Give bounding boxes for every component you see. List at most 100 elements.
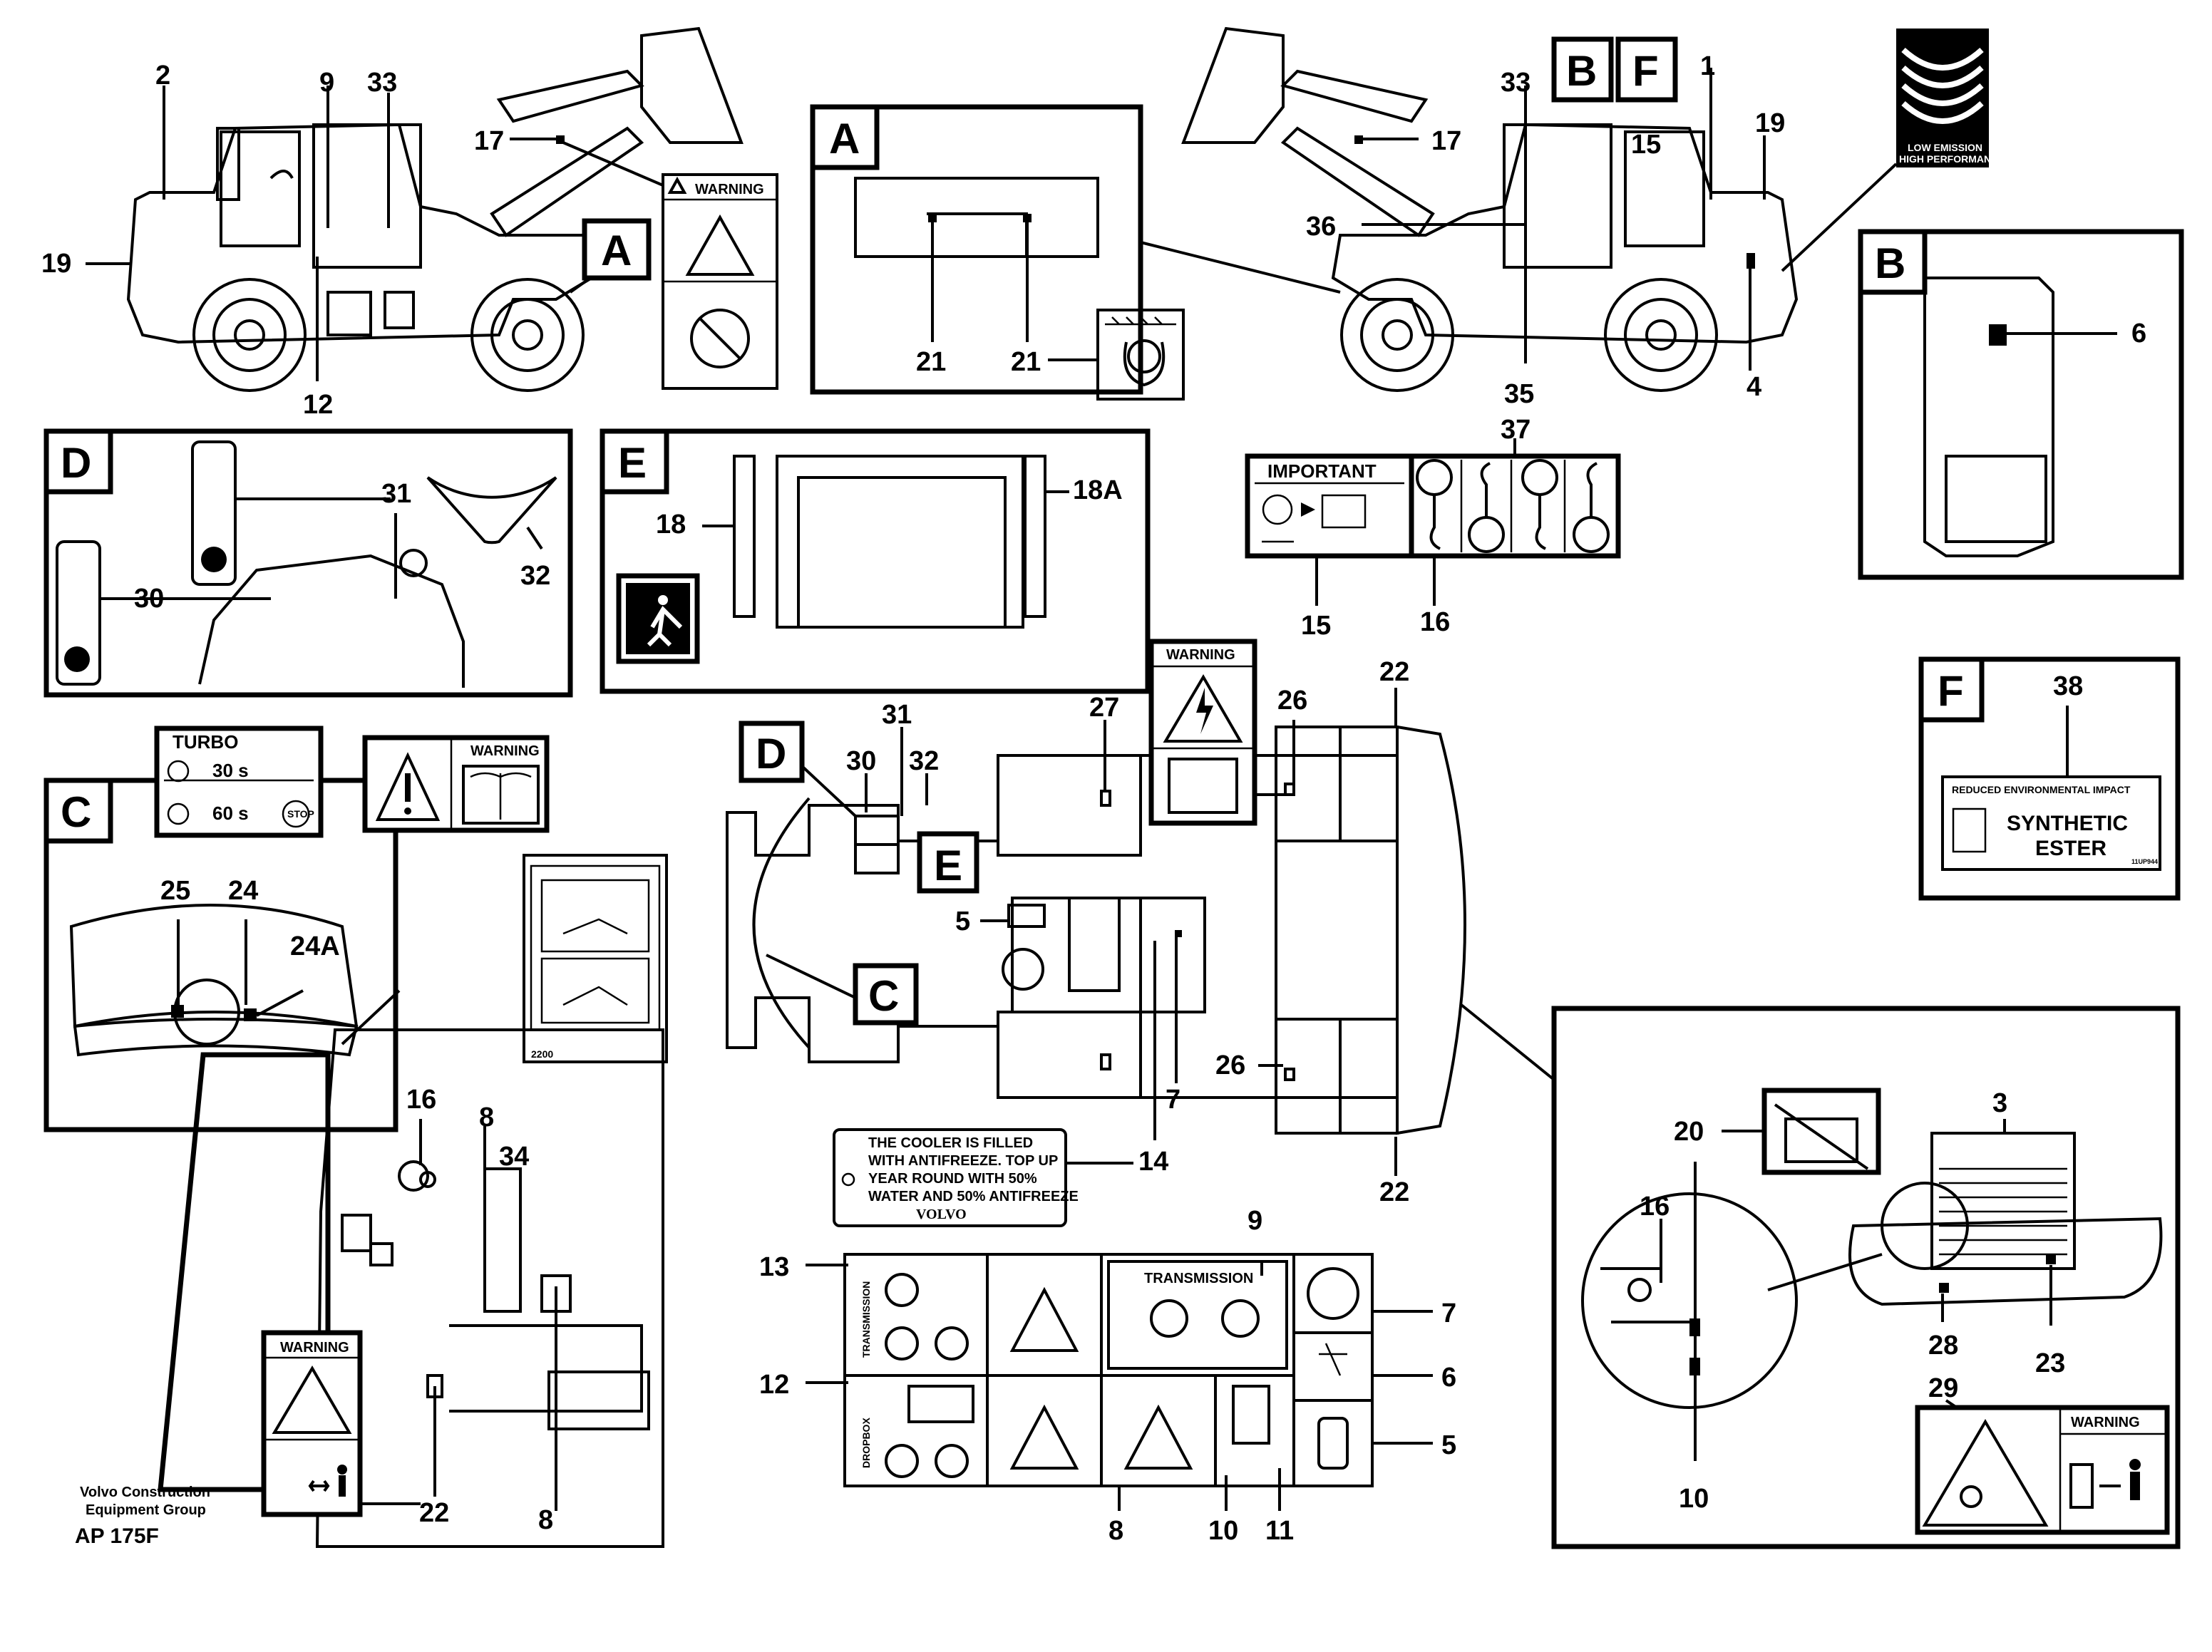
warning-manual-decal: WARNING [362,735,550,833]
callout-19-left: 19 [41,249,71,279]
transmission-vertical-text: TRANSMISSION [860,1281,872,1358]
callout-12: 12 [759,1370,789,1400]
lifting-point-decal [1096,309,1185,401]
callout-31-d: 31 [381,479,411,509]
callout-24: 24 [228,876,258,906]
section-b-marker-letter: B [1566,47,1597,95]
callout-1: 1 [1700,51,1715,81]
callout-5-top: 5 [955,907,970,936]
section-b-tag [1858,229,1928,295]
callout-15-top: 15 [1631,130,1661,160]
section-a-marker-letter: A [601,227,632,274]
callout-13: 13 [759,1252,789,1282]
section-f-letter: F [1938,667,1964,715]
section-d-marker-letter: D [756,730,786,778]
section-c-letter: C [61,788,91,836]
section-a-marker[interactable] [582,218,652,281]
emergency-exit-icon [616,573,700,664]
callout-33-left: 33 [367,68,397,98]
callout-20: 20 [1674,1117,1704,1147]
section-a-letter: A [829,115,860,162]
callout-25: 25 [160,876,190,906]
section-e-letter: E [618,439,647,487]
callout-16-left: 16 [406,1085,436,1115]
reduced-impact-text: REDUCED ENVIRONMENTAL IMPACT [1952,784,2131,795]
callout-27: 27 [1089,693,1119,723]
section-f-marker-letter: F [1632,47,1659,95]
callout-7-top: 7 [1166,1085,1180,1115]
section-f-marker[interactable] [1615,36,1678,103]
callout-29: 29 [1928,1373,1958,1403]
section-e-marker[interactable] [917,831,979,894]
callout-6: 6 [1441,1363,1456,1393]
callout-22-bottom: 22 [1379,1177,1409,1207]
lifting-hook-decals [1409,453,1621,559]
warning-people-text: WARNING [280,1340,349,1356]
callout-2: 2 [155,61,170,91]
footer-company-1: Volvo Construction [80,1485,210,1500]
callout-18: 18 [656,510,686,540]
callout-15-bottom: 15 [1301,611,1331,641]
turbo-decal: TURBO 30 s 60 s STOP [154,726,324,838]
callout-35: 35 [1504,379,1534,409]
turbo-30s: 30 s [212,760,249,781]
turbo-stop: STOP [287,808,314,820]
callout-7: 7 [1441,1299,1456,1328]
electrical-warning-decal: WARNING [1148,639,1257,826]
rear-zoom-circle [1581,1192,1798,1409]
section-f-tag [1918,656,1985,723]
section-d-marker[interactable] [739,721,805,783]
important-title: IMPORTANT [1267,460,1377,482]
cooler-volvo: VOLVO [916,1207,967,1222]
section-d-letter: D [61,439,91,487]
callout-30-d: 30 [134,584,164,614]
callout-5: 5 [1441,1430,1456,1460]
cooler-text-1: THE COOLER IS FILLED [868,1135,1033,1151]
transmission-text: TRANSMISSION [1144,1271,1253,1286]
loader-right-view [1181,26,1799,392]
section-a-tag [810,104,880,170]
section-c-tag [43,778,113,844]
decal-17-marker-left [556,135,565,144]
callout-8-top: 8 [479,1103,494,1132]
instruction-plate: 2200 [523,854,668,1063]
section-e-marker-letter: E [934,842,962,889]
turbo-title: TURBO [173,731,238,753]
callout-22-bottom-left: 22 [419,1498,449,1528]
callout-17-left: 17 [474,126,504,156]
callout-34: 34 [499,1142,529,1172]
callout-8-bottom: 8 [538,1505,553,1535]
electrical-warning-text: WARNING [1166,647,1235,663]
low-emission-text-1: LOW EMISSION [1908,142,1982,153]
turbo-60s: 60 s [212,802,249,824]
callout-30-top: 30 [846,746,876,776]
loader-left-view [126,26,744,392]
low-emission-text-2: HIGH PERFORMANCE [1899,153,2005,165]
callout-26-top: 26 [1277,686,1307,716]
cooler-plate: THE COOLER IS FILLED WITH ANTIFREEZE. TO… [833,1128,1079,1227]
callout-12-top: 12 [303,390,333,420]
section-b-marker[interactable] [1551,36,1614,103]
callout-6-b: 6 [2131,319,2146,349]
callout-19-right: 19 [1755,108,1785,138]
footer-code: AP 175F [75,1524,159,1548]
callout-14: 14 [1138,1147,1168,1177]
warning-decal-people: WARNING [261,1330,363,1517]
callout-22-top: 22 [1379,657,1409,687]
section-d-tag [43,428,113,495]
callout-31-top: 31 [882,700,912,730]
battery-warning-decal [1761,1088,1881,1175]
loader-top-view [726,725,1466,1135]
ester-text: ESTER [2035,837,2106,860]
callout-37: 37 [1501,415,1531,445]
section-e-tag [600,428,669,495]
callout-21a: 21 [916,347,946,377]
callout-23: 23 [2035,1348,2065,1378]
callout-21b: 21 [1011,347,1041,377]
callout-10-right: 10 [1679,1484,1709,1514]
synthetic-text: SYNTHETIC [2007,812,2128,835]
service-decal-grid: TRANSMISSION TRANSMISSION DROPBOX [843,1253,1374,1487]
callout-10: 10 [1208,1516,1238,1546]
section-c-marker[interactable] [853,963,919,1026]
